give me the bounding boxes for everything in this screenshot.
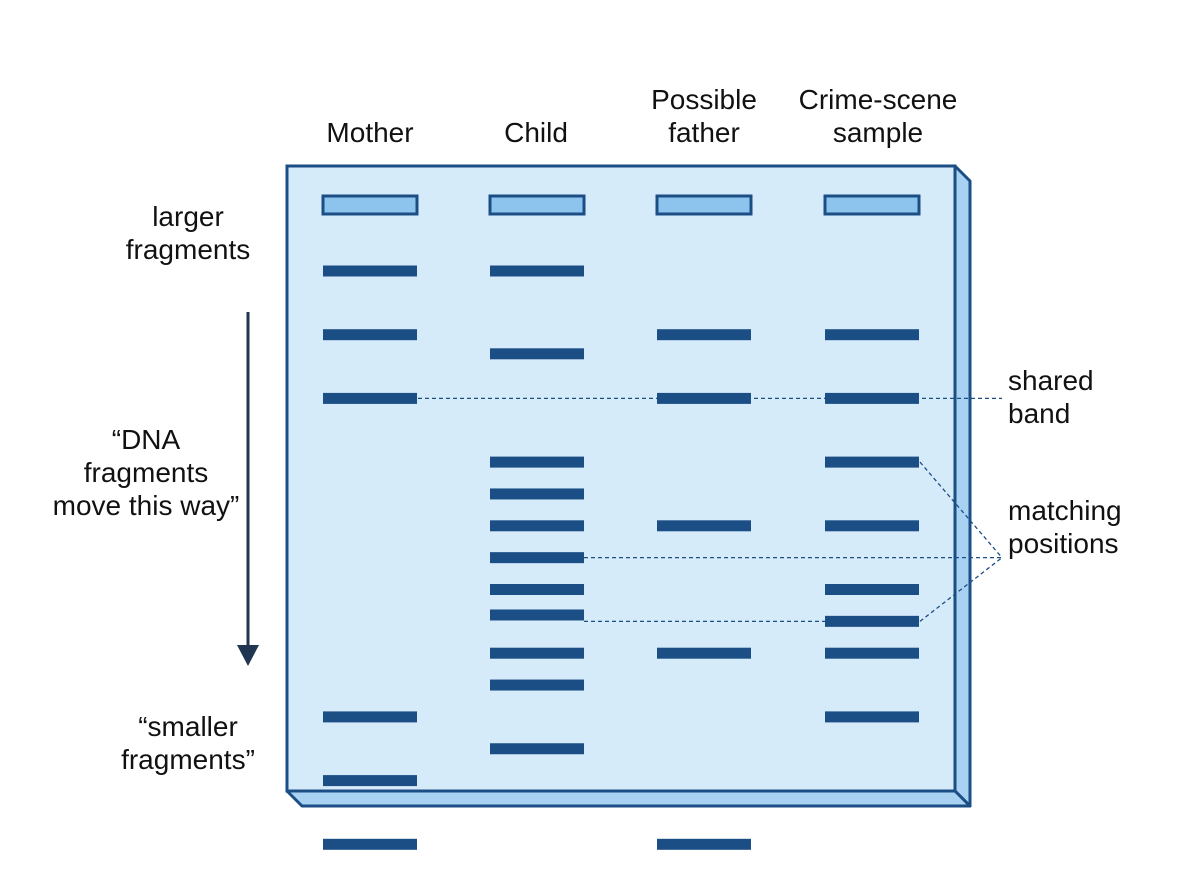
- band-mother-2: [323, 329, 417, 341]
- down-arrow-icon: [237, 312, 259, 666]
- band-child-4: [490, 488, 584, 500]
- band-father-2: [657, 392, 751, 404]
- gel-slab: [285, 164, 957, 793]
- matching-positions-callout: matching positions: [1008, 495, 1122, 559]
- band-crime-3: [825, 456, 919, 468]
- band-mother-5: [323, 775, 417, 787]
- well-father: [655, 194, 753, 216]
- well-child: [488, 194, 586, 216]
- well-crime: [823, 194, 921, 216]
- lane-label-father: Possible father: [651, 84, 757, 148]
- band-mother-4: [323, 711, 417, 723]
- smaller-fragments-label: “smaller fragments”: [121, 711, 255, 775]
- band-father-1: [657, 329, 751, 341]
- gel-side-edge: [953, 164, 972, 808]
- band-mother-6: [323, 838, 417, 850]
- band-father-4: [657, 647, 751, 659]
- band-crime-7: [825, 647, 919, 659]
- well-row: [321, 194, 921, 216]
- band-child-7: [490, 584, 584, 595]
- band-father-3: [657, 520, 751, 532]
- band-child-1: [490, 265, 584, 277]
- band-child-2: [490, 348, 584, 360]
- lane-label-child: Child: [504, 117, 568, 148]
- band-layer: [323, 265, 919, 850]
- migration-direction-label: “DNA fragments move this way”: [52, 424, 240, 521]
- band-child-8: [490, 609, 584, 621]
- band-child-3: [490, 456, 584, 468]
- well-mother: [321, 194, 419, 216]
- gel-bottom-edge: [285, 789, 972, 808]
- lane-label-mother: Mother: [326, 117, 414, 148]
- band-crime-1: [825, 329, 919, 341]
- band-child-6: [490, 552, 584, 564]
- band-father-5: [657, 838, 751, 850]
- matching-diagonal-2: [919, 557, 1003, 622]
- band-crime-2: [825, 392, 919, 404]
- shared-band-callout: shared band: [1008, 365, 1094, 429]
- lane-label-crime-scene: Crime-scene sample: [798, 84, 958, 148]
- band-mother-3: [323, 392, 417, 404]
- band-child-9: [490, 647, 584, 659]
- larger-fragments-label: larger fragments: [125, 201, 251, 265]
- band-child-5: [490, 520, 584, 532]
- band-child-10: [490, 679, 584, 691]
- band-crime-5: [825, 584, 919, 595]
- band-crime-6: [825, 615, 919, 627]
- band-crime-8: [825, 711, 919, 723]
- band-child-11: [490, 743, 584, 755]
- band-mother-1: [323, 265, 417, 277]
- band-crime-4: [825, 520, 919, 532]
